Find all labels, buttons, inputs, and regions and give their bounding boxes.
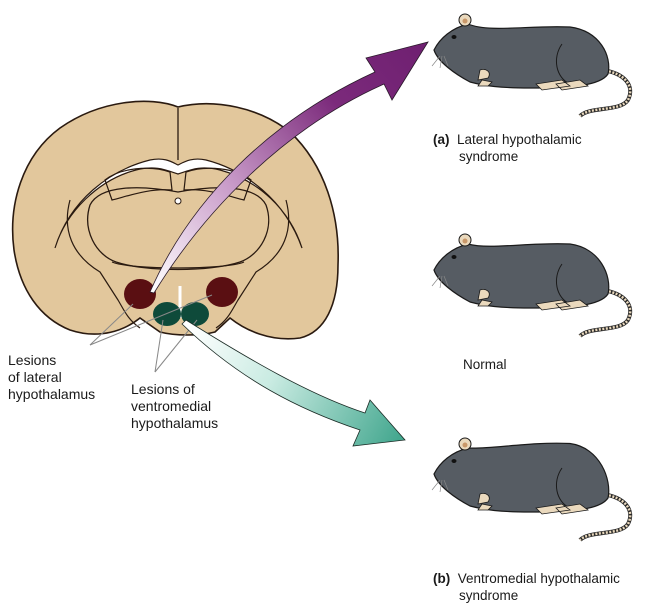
leader-vm-left — [154, 319, 164, 373]
rat-hind-feet — [535, 503, 590, 515]
rat-body — [433, 243, 610, 309]
rat-eye — [451, 35, 457, 39]
caption-rat-b: (b) Ventromedial hypothalamic syndrome — [433, 570, 620, 604]
arrow-lateral-to-rat-a — [149, 41, 429, 294]
label-lateral-line2: of lateral — [8, 369, 62, 385]
leader-lateral-right — [89, 294, 213, 346]
caption-rat-normal-line1: Normal — [463, 357, 507, 372]
rat-a — [431, 13, 633, 118]
thalamus — [87, 187, 270, 271]
rat-ear-inner — [462, 18, 468, 24]
rat-body — [433, 442, 610, 513]
rat-body — [433, 23, 610, 89]
caption-rat-a-letter: (a) — [433, 132, 450, 147]
label-vm-line3: hypothalamus — [131, 415, 219, 431]
lesion-ventromedial-right — [181, 302, 209, 326]
lesion-lateral-left — [124, 279, 156, 309]
rat-tail — [579, 68, 632, 118]
caption-rat-b-letter: (b) — [433, 571, 451, 586]
rat-b — [431, 437, 633, 542]
caption-rat-normal: Normal — [463, 356, 507, 373]
rat-front-feet — [477, 69, 493, 87]
rat-whiskers — [431, 55, 449, 69]
label-ventromedial-lesions: Lesions of ventromedial hypothalamus — [131, 381, 218, 432]
rat-normal — [431, 233, 633, 338]
rat-front-feet — [477, 289, 493, 307]
rat-hind-feet — [535, 299, 590, 311]
leader-lateral-left — [89, 303, 134, 346]
rat-front-feet — [477, 493, 493, 511]
caption-rat-a-line1: Lateral hypothalamic — [457, 132, 582, 147]
caption-rat-b-line2: syndrome — [459, 588, 519, 603]
third-ventricle-top — [174, 197, 182, 205]
rat-whiskers — [431, 479, 449, 493]
label-lateral-line3: hypothalamus — [8, 386, 96, 402]
caption-rat-b-line1: Ventromedial hypothalamic — [457, 571, 620, 586]
caption-rat-a: (a) Lateral hypothalamic syndrome — [433, 131, 582, 165]
rat-whiskers — [431, 275, 449, 289]
caption-rat-a-line2: syndrome — [459, 149, 519, 164]
lesion-lateral-right — [206, 277, 238, 307]
rat-eye — [451, 255, 457, 259]
rat-tail — [579, 492, 632, 542]
internal-capsule-right — [215, 199, 290, 329]
label-vm-line2: ventromedial — [131, 398, 212, 414]
label-lateral-line1: Lesions — [8, 352, 57, 368]
rat-ear-inner — [462, 238, 468, 244]
lateral-ventricle-left — [104, 167, 173, 201]
label-vm-line1: Lesions of — [131, 381, 195, 397]
arrow-ventromedial-to-rat-b — [181, 319, 406, 447]
internal-capsule-left — [66, 199, 141, 329]
rats-group — [431, 13, 633, 542]
lesion-ventromedial-left — [153, 302, 181, 326]
label-lateral-lesions: Lesions of lateral hypothalamus — [8, 352, 95, 403]
rat-hind-feet — [535, 79, 590, 91]
hypothalamus-border — [111, 261, 245, 269]
rat-ear-inner — [462, 442, 468, 448]
rat-tail — [579, 288, 632, 338]
rat-eye — [451, 459, 457, 463]
